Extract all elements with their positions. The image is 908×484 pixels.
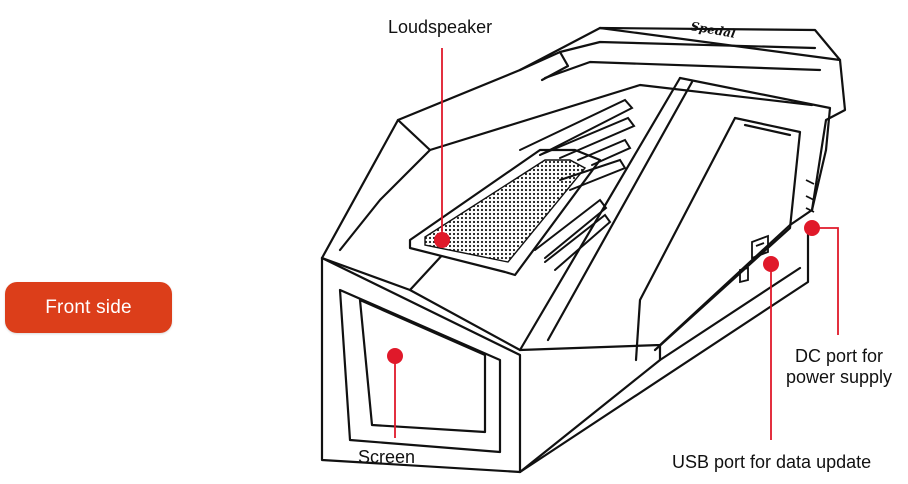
- loudspeaker-label: Loudspeaker: [388, 17, 493, 37]
- loudspeaker-marker: [434, 232, 450, 248]
- callout-lines: [394, 48, 839, 440]
- usb-port-label: USB port for data update: [672, 452, 872, 472]
- screen-label: Screen: [358, 447, 416, 467]
- dc-port-marker: [804, 220, 820, 236]
- speaker-grille: [408, 98, 636, 277]
- callout-dots: [387, 220, 820, 364]
- dc-callout-line: [812, 227, 839, 335]
- usb-port-marker: [763, 256, 779, 272]
- dc-port-label: DC port for power supply: [780, 346, 898, 388]
- device-body: [320, 26, 847, 474]
- dc-port-label-line1: DC port for: [794, 346, 884, 366]
- screen-marker: [387, 348, 403, 364]
- dc-port-label-line2: power supply: [785, 367, 893, 387]
- side-ports: [739, 179, 815, 284]
- front-side-badge: Front side: [5, 282, 172, 333]
